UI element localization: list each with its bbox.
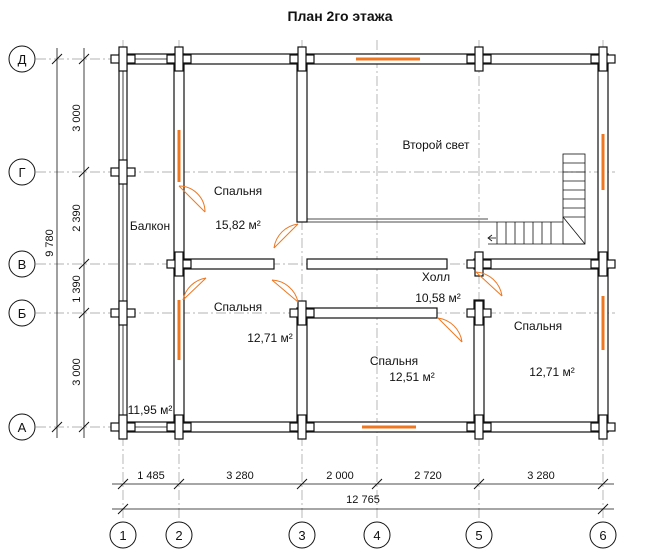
room-label-bedroom-4: Спальня [514,319,562,333]
dim-horizontal-4: 2 720 [414,470,442,482]
doors [178,185,503,343]
dim-horizontal-3: 2 000 [326,470,354,482]
column-axis-label: 4 [373,528,380,543]
row-axis-label: Б [18,306,27,321]
column-axis-label: 1 [119,528,126,543]
dim-vertical-2: 2 390 [71,204,83,232]
row-axis-label: В [18,257,27,272]
row-axis-markers: Д Г В Б А [8,45,36,441]
dim-horizontal-1: 1 485 [137,470,165,482]
room-area-bedroom-2: 12,71 м² [247,331,293,345]
room-label-bedroom-2: Спальня [214,300,262,314]
room-label-bedroom-3: Спальня [370,354,418,368]
horizontal-dimensions [112,478,614,515]
room-label-balcony: Балкон [130,219,170,233]
room-area-balcony: 11,95 м² [128,403,173,417]
room-area-bedroom-3: 12,51 м² [389,370,435,384]
windows [177,57,605,429]
room-area-bedroom-4: 12,71 м² [529,365,575,379]
dim-vertical-4: 3 000 [71,358,83,386]
room-label-bedroom-1: Спальня [214,184,262,198]
column-axis-label: 3 [298,528,305,543]
column-axis-markers: 1 2 3 4 5 6 [109,521,617,549]
room-label-hall: Холл [422,270,450,284]
row-axis-label: А [18,420,27,435]
row-axis-label: Д [18,52,27,67]
dim-vertical-3: 1 390 [71,275,83,303]
gallery-railing [307,218,488,223]
column-axis-label: 6 [599,528,606,543]
room-area-hall: 10,58 м² [415,291,461,305]
row-axis-label: Г [18,165,25,180]
room-area-bedroom-1: 15,82 м² [215,218,261,232]
dim-horizontal-total: 12 765 [346,494,380,506]
dim-vertical-total: 9 780 [44,229,56,257]
dim-horizontal-5: 3 280 [527,470,555,482]
dim-vertical-1: 3 000 [71,104,83,132]
column-axis-label: 5 [475,528,482,543]
vertical-dimensions [51,48,90,438]
staircase [487,153,586,245]
wall-crosses [110,46,616,440]
column-axis-label: 2 [175,528,182,543]
room-label-second-light: Второй свет [402,138,470,152]
dim-horizontal-2: 3 280 [226,470,254,482]
page-title: План 2го этажа [287,8,392,24]
